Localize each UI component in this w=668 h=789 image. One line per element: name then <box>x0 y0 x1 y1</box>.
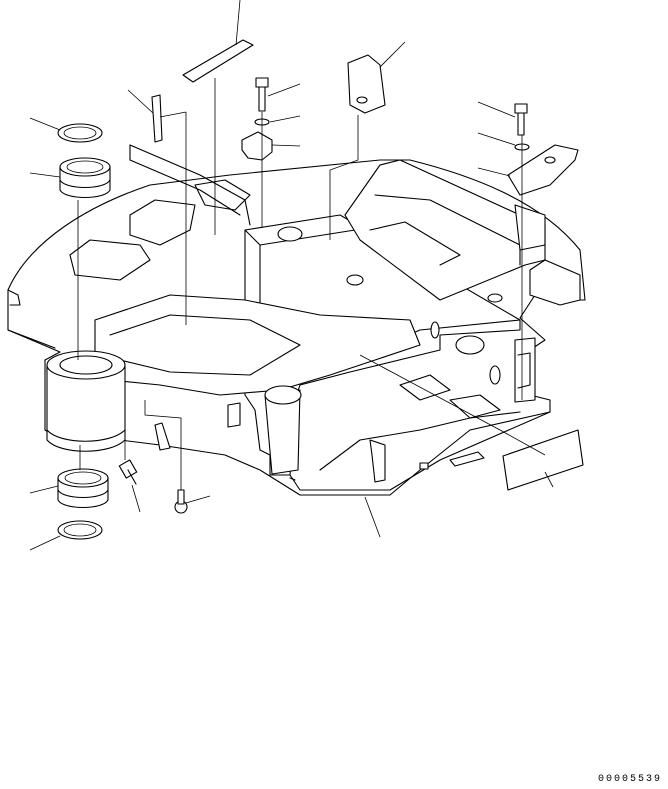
right-vertical-plate <box>514 337 536 403</box>
leader-bolt-bottom <box>185 495 211 504</box>
deck-cutout-mid <box>129 199 196 246</box>
inspection-hole <box>399 374 451 401</box>
deck-cutout-top <box>194 179 251 211</box>
leader-seal-upper <box>29 117 61 131</box>
seal-lower-inner <box>63 523 97 537</box>
inspection-hole-2 <box>449 394 501 419</box>
shim-plate-top <box>182 39 254 83</box>
boss-bottom-rim <box>46 429 126 442</box>
boom-swing-boss <box>46 350 126 452</box>
bolt-bottom <box>174 489 188 514</box>
boss-top-inner <box>59 355 113 375</box>
bushing-upper-inner <box>66 160 104 174</box>
front-pin-boss <box>455 335 485 355</box>
bushing-lower-band <box>57 489 109 499</box>
bushing-lower-inner <box>64 471 102 485</box>
leader-bushing-lower <box>29 485 59 494</box>
bushing-upper-band <box>59 179 111 189</box>
leader-seal-lower <box>29 535 61 551</box>
grease-fitting <box>118 459 138 485</box>
seal-ring-lower <box>57 520 103 540</box>
box-hole-2 <box>487 293 503 303</box>
boom-beam-upper <box>129 144 251 226</box>
cover-plate-top <box>347 54 386 114</box>
drawing-id-number: 00005539 <box>597 774 662 785</box>
mid-ear-plate <box>154 422 171 451</box>
leader-bolt-right <box>477 101 516 118</box>
bushing-lower <box>57 468 109 509</box>
pedestal-top <box>264 385 302 405</box>
leader-vert-shim <box>127 89 154 114</box>
leader-shim-top <box>235 0 241 46</box>
deck-cutout-left <box>69 239 151 281</box>
leader-decal <box>544 471 554 488</box>
revolving-frame <box>7 144 586 496</box>
bolt-top-center <box>255 77 269 112</box>
assy-decal <box>359 354 546 456</box>
bottom-tab <box>419 462 429 470</box>
box-hole-4 <box>489 365 501 385</box>
assy-bolt-bottom <box>144 400 182 490</box>
leader-bolt-center <box>267 83 301 97</box>
bushing-upper <box>59 157 111 199</box>
right-beam-inner <box>369 194 521 266</box>
bottom-plate-inner <box>319 411 521 471</box>
bracket-plate-right <box>507 144 579 196</box>
left-ear-plate <box>227 402 241 428</box>
bottom-hole <box>289 477 296 481</box>
bottom-plate-edge <box>289 411 551 491</box>
leader-grease <box>131 484 141 513</box>
bracket-top-center <box>241 131 273 161</box>
top-pin-boss <box>277 226 303 242</box>
boss-body <box>46 365 126 452</box>
leader-frame <box>364 496 381 538</box>
assembly-line-bushing <box>77 200 81 470</box>
leader-washer-center <box>269 115 301 123</box>
leader-washer-right <box>477 132 516 146</box>
leader-cover-plate <box>379 41 406 68</box>
leader-bushing-upper <box>29 172 61 178</box>
seal-ring-upper <box>57 123 103 143</box>
shim-plate-vertical <box>151 94 163 143</box>
box-hole-1 <box>346 274 364 286</box>
assy-shim-vert-join <box>159 111 187 118</box>
seal-upper-inner <box>63 126 97 140</box>
bottom-recess <box>369 439 386 483</box>
leader-bracket-center <box>271 144 301 147</box>
bolt-top-right <box>514 103 528 136</box>
right-front-block <box>514 204 546 251</box>
leader-lines <box>29 0 554 551</box>
leader-bracket-right <box>477 167 511 177</box>
decal-plate <box>502 429 584 491</box>
box-hole-3 <box>430 321 440 339</box>
assy-cover-plate <box>329 115 359 240</box>
boom-bracket-inner <box>109 314 301 376</box>
boom-beam-lower <box>129 144 241 216</box>
front-cross-bar <box>529 259 581 306</box>
cover-plate-hole <box>356 96 368 104</box>
bottom-slot <box>449 451 485 467</box>
bracket-plate-hole <box>544 156 556 164</box>
frame-left-notch <box>7 289 56 349</box>
right-plate-detail <box>517 352 531 389</box>
